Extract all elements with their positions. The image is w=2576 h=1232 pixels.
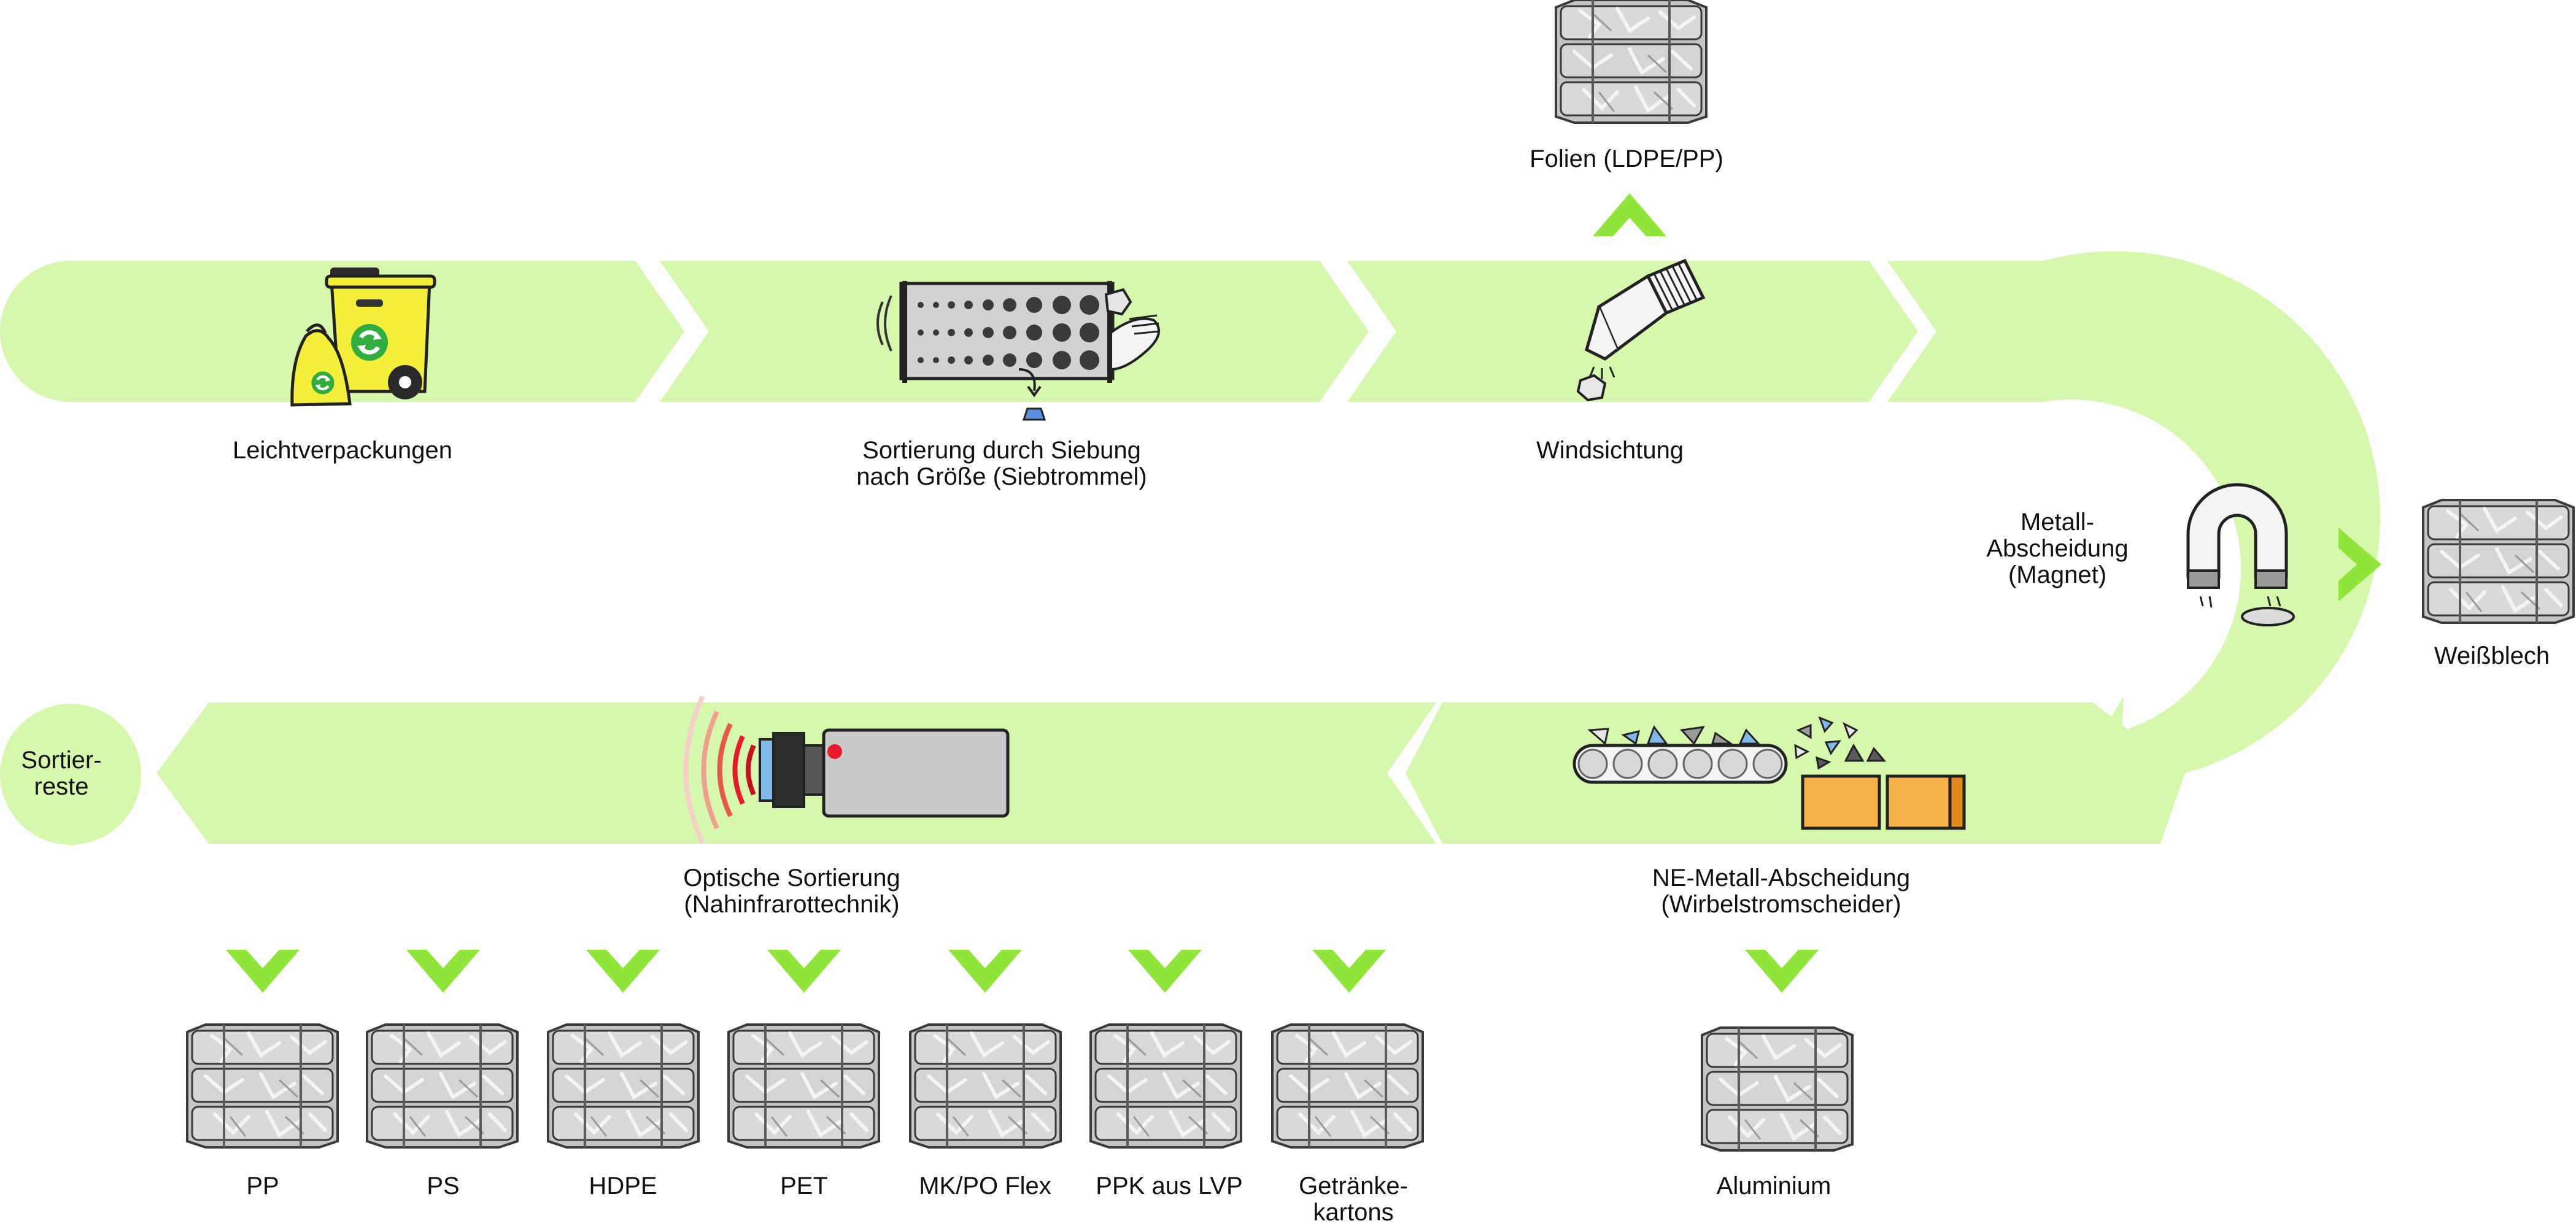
- bale-pp: [187, 1025, 338, 1147]
- chevron-down-hdpe: [586, 950, 660, 993]
- eddy-current-separator-icon: [1572, 716, 1966, 830]
- chevron-down-pp: [226, 950, 300, 993]
- bale-ppk: [1091, 1025, 1241, 1147]
- label-line: Optische Sortierung: [683, 864, 900, 891]
- bale-films: [1556, 0, 1706, 123]
- bale-mkpo: [910, 1025, 1061, 1147]
- bale-pet: [729, 1025, 879, 1147]
- label-hdpe: HDPE: [589, 1173, 657, 1199]
- label-films: Folien (LDPE/PP): [1530, 146, 1723, 172]
- label-leichtverpackungen: Leichtverpackungen: [233, 437, 452, 464]
- label-tinplate: Weißblech: [2434, 643, 2550, 669]
- label-aluminium: Aluminium: [1717, 1173, 1831, 1199]
- label-cartons: Getränke- kartons: [1299, 1173, 1408, 1226]
- label-mkpo: MK/PO Flex: [919, 1173, 1051, 1199]
- label-line: kartons: [1313, 1199, 1394, 1226]
- air-classifier-icon: [1576, 258, 1706, 402]
- chevron-down-ppk: [1128, 950, 1202, 993]
- chevron-down-cartons: [1312, 950, 1386, 993]
- label-nir: Optische Sortierung (Nahinfrarottechnik): [683, 865, 900, 918]
- label-line: NE-Metall-Abscheidung: [1652, 864, 1911, 891]
- label-line: (Magnet): [2008, 561, 2107, 588]
- process-band: [0, 251, 2381, 845]
- label-line: Weißblech: [2434, 642, 2550, 669]
- label-sieve: Sortierung durch Siebung nach Größe (Sie…: [856, 437, 1147, 490]
- nir-camera-icon: [683, 695, 1010, 845]
- bale-cartons: [1272, 1025, 1423, 1147]
- label-line: Sortier-: [21, 747, 102, 774]
- chevron-down-ps: [406, 950, 480, 993]
- label-eddy: NE-Metall-Abscheidung (Wirbelstromscheid…: [1652, 865, 1910, 918]
- chevron-right-tinplate: [2338, 528, 2381, 601]
- label-line: (Nahinfrarottechnik): [684, 891, 900, 918]
- label-line: Aluminium: [1716, 1172, 1831, 1199]
- label-ppk: PPK aus LVP: [1096, 1173, 1242, 1199]
- label-line: Getränke-: [1299, 1172, 1408, 1199]
- label-line: PPK aus LVP: [1096, 1172, 1243, 1199]
- recycling-bin-icon: [290, 268, 436, 407]
- label-pet: PET: [780, 1173, 828, 1199]
- label-line: MK/PO Flex: [919, 1172, 1051, 1199]
- label-line: Sortierung durch Siebung: [862, 437, 1141, 464]
- label-line: reste: [34, 773, 89, 800]
- band-segment-magnet: [1887, 251, 2381, 822]
- drum-sieve-icon: [876, 281, 1161, 421]
- label-line: (Wirbelstromscheider): [1661, 891, 1901, 918]
- label-sortierreste: Sortier- reste: [21, 747, 101, 800]
- label-pp: PP: [246, 1173, 279, 1199]
- bale-aluminium: [1702, 1028, 1852, 1150]
- label-wind: Windsichtung: [1536, 437, 1684, 464]
- label-line: Windsichtung: [1536, 437, 1684, 464]
- chevron-down-mkpo: [948, 950, 1022, 993]
- band-segment-eddy: [1406, 703, 2185, 844]
- label-ps: PS: [427, 1173, 459, 1199]
- chevron-up-films: [1593, 193, 1666, 236]
- label-line: Abscheidung: [1986, 535, 2129, 562]
- label-line: PP: [246, 1172, 279, 1199]
- label-magnet: Metall- Abscheidung (Magnet): [1986, 509, 2128, 588]
- output-chevrons: [226, 193, 2381, 993]
- label-line: Folien (LDPE/PP): [1530, 145, 1723, 172]
- bale-tinplate: [2423, 500, 2574, 623]
- chevron-down-aluminium: [1745, 950, 1819, 993]
- sorting-residue-circle: [0, 704, 141, 845]
- magnet-icon: [2186, 483, 2295, 626]
- label-line: Metall-: [2020, 509, 2095, 536]
- label-line: PET: [780, 1172, 828, 1199]
- bale-ps: [367, 1025, 517, 1147]
- label-line: HDPE: [589, 1172, 657, 1199]
- label-line: Leichtverpackungen: [232, 437, 453, 464]
- chevron-down-pet: [767, 950, 841, 993]
- label-line: PS: [427, 1172, 460, 1199]
- bale-hdpe: [548, 1025, 698, 1147]
- label-line: nach Größe (Siebtrommel): [856, 463, 1147, 490]
